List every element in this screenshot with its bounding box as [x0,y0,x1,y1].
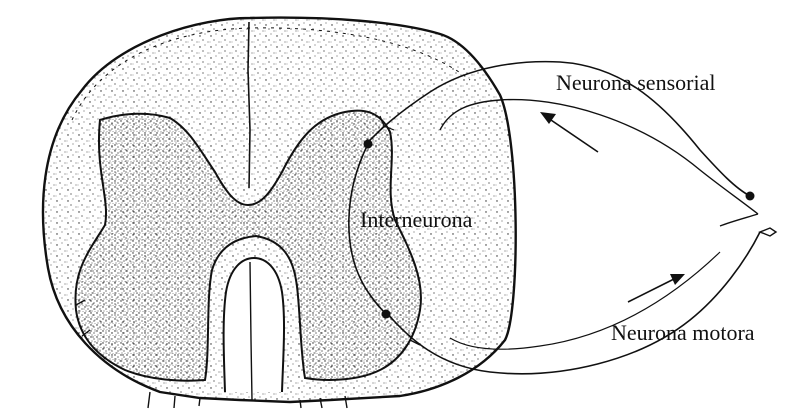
motor-cell-body [382,310,391,319]
interneuron-label: Interneurona [360,207,473,232]
sensory-cell-body [746,192,755,201]
motor-direction-arrow [628,278,676,302]
interneuron-cell-body [364,140,373,149]
sensory-direction-arrow [548,118,598,152]
anterior-median-fissure [224,258,284,392]
motor-neuron-label: Neurona motora [611,320,755,345]
receptor-ending [760,228,776,236]
sensory-neuron-label: Neurona sensorial [556,70,715,95]
